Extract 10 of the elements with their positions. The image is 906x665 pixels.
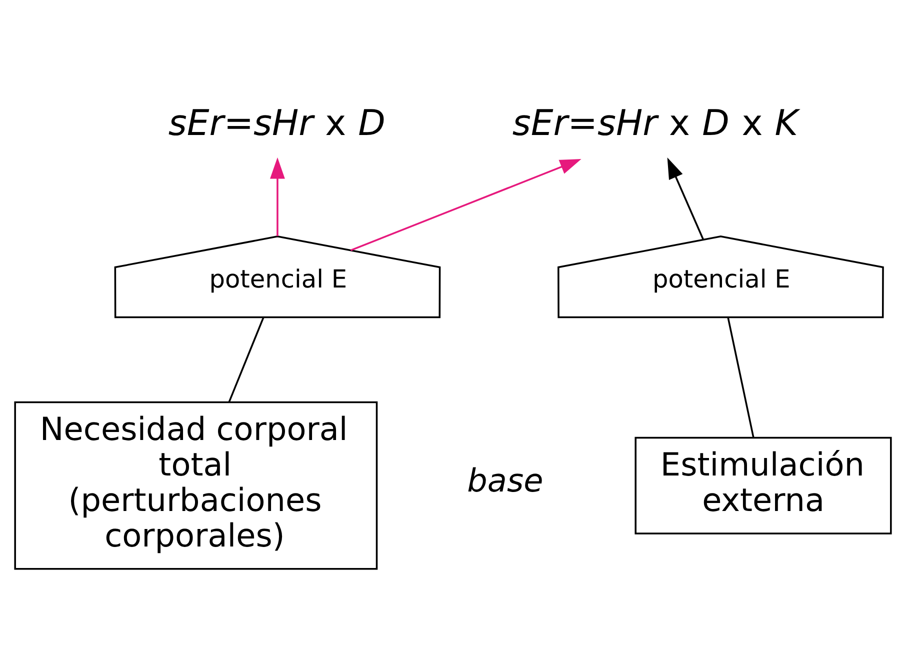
node-text: sEr=sHr x D bbox=[168, 103, 386, 144]
node-box: Estimulación externa bbox=[634, 436, 892, 534]
connector bbox=[727, 317, 754, 438]
arrow bbox=[667, 158, 704, 240]
arrow bbox=[270, 157, 285, 236]
connector bbox=[228, 317, 264, 402]
arrow bbox=[350, 159, 582, 252]
node-box: Necesidad corporal total (perturbaciones corporales) bbox=[14, 401, 378, 570]
node-text: sEr=sHr x D x K bbox=[512, 103, 798, 144]
label: base bbox=[467, 462, 544, 500]
